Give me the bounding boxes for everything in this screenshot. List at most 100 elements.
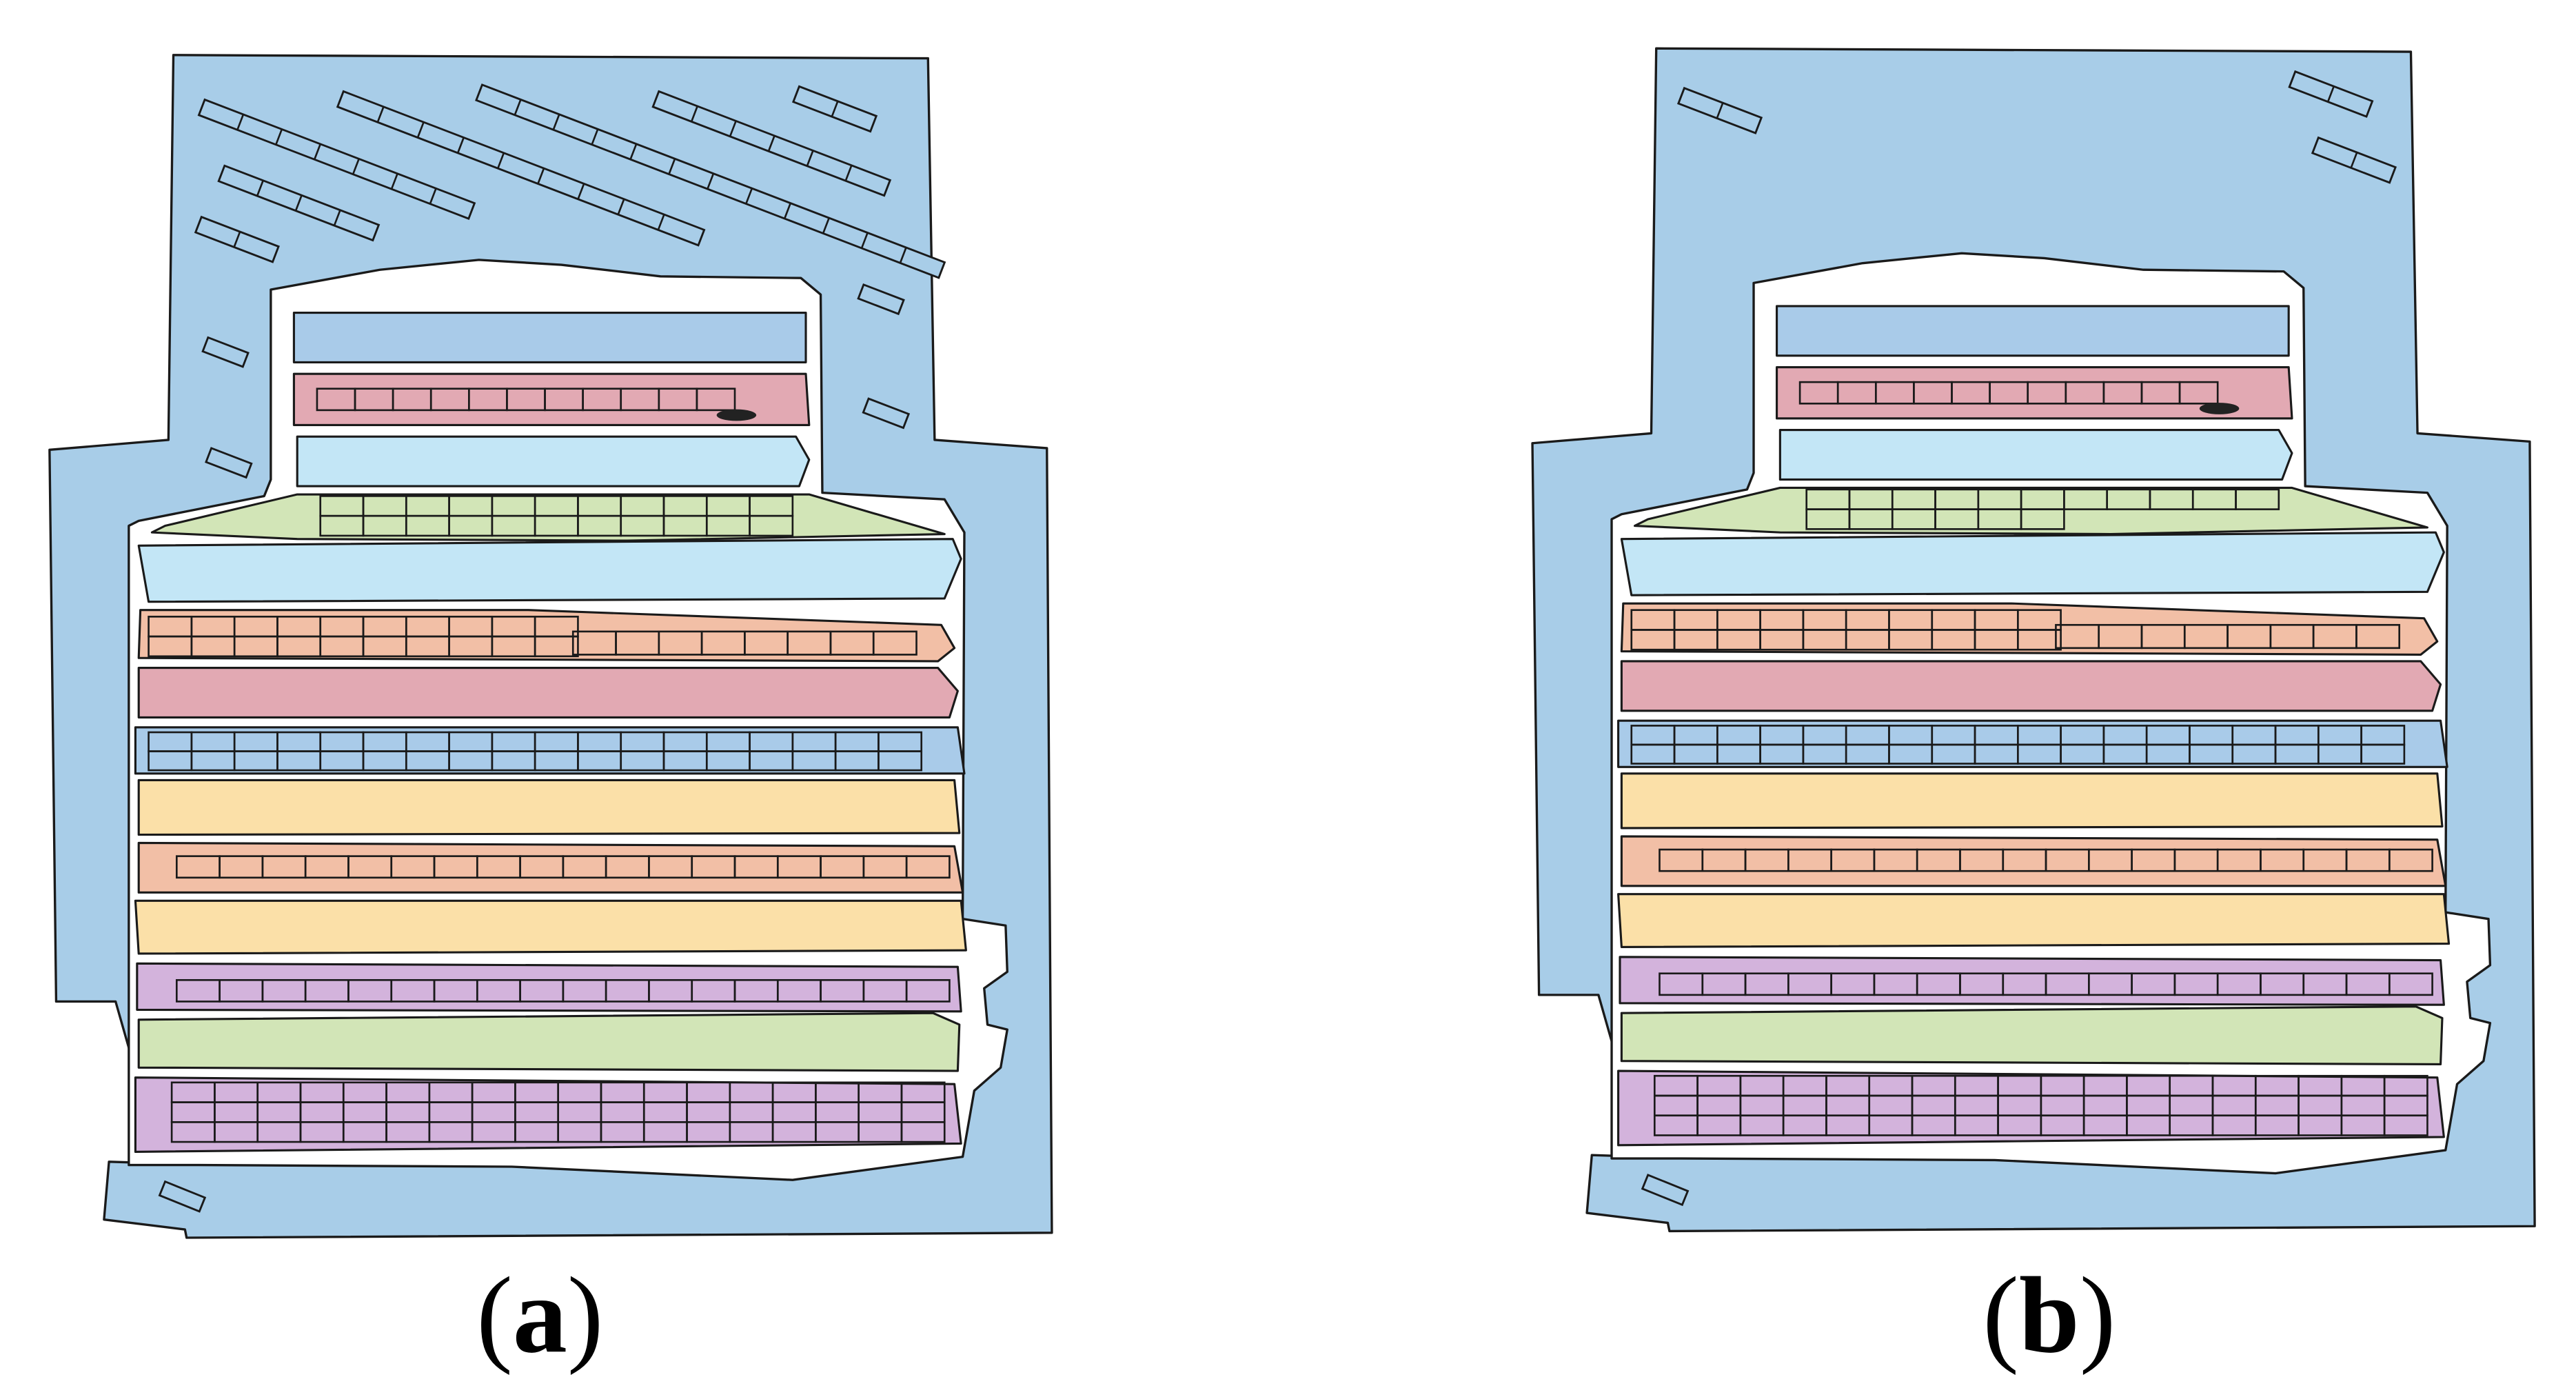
outside-slot xyxy=(862,397,911,430)
slot-outline xyxy=(201,336,250,368)
container-slot xyxy=(534,635,579,658)
strip-4 xyxy=(150,493,946,542)
strip-4-slots-left xyxy=(1805,488,2065,530)
parking-row-6 xyxy=(651,90,892,197)
slot-divider xyxy=(313,143,322,160)
slot-divider xyxy=(844,165,853,181)
strip-9 xyxy=(1620,772,2444,830)
container-slot xyxy=(2388,972,2433,996)
slot-divider xyxy=(745,188,753,205)
container-slot xyxy=(2016,629,2062,651)
strip-9 xyxy=(137,778,961,836)
strip-6-slots-right xyxy=(571,630,917,656)
container-slot xyxy=(2178,381,2219,405)
slot-outline xyxy=(158,1180,207,1213)
panel-a-layout xyxy=(48,54,1053,1239)
slot-divider xyxy=(294,194,303,212)
container-slot xyxy=(2383,1114,2428,1136)
strip-4-slots-right xyxy=(2063,488,2280,510)
slot-divider xyxy=(577,183,585,200)
slot-divider xyxy=(236,114,245,130)
slot-divider xyxy=(629,143,638,160)
slot-outline xyxy=(205,447,253,479)
slot-divider xyxy=(822,217,830,234)
strip-10-slots xyxy=(1659,848,2433,872)
outside-slot xyxy=(857,283,905,316)
slot-divider xyxy=(899,247,907,263)
outside-slot xyxy=(201,336,250,368)
slot-divider xyxy=(376,106,385,123)
outside-slot xyxy=(158,1180,207,1213)
strip-12 xyxy=(1619,956,2445,1006)
strip-4 xyxy=(1634,486,2428,536)
slot-divider xyxy=(767,135,775,152)
outside-slot xyxy=(205,447,253,479)
strip-13 xyxy=(1620,1005,2444,1066)
strip-14-slots xyxy=(170,1081,946,1143)
slot-divider xyxy=(275,128,283,145)
container-slot xyxy=(905,978,951,1003)
strip-3 xyxy=(1778,429,2293,481)
strip-14 xyxy=(1617,1069,2445,1147)
slot-outline xyxy=(336,90,706,247)
strip-2-slots xyxy=(1798,381,2219,405)
strip-3 xyxy=(296,435,811,488)
slot-divider xyxy=(456,137,465,154)
slot-divider xyxy=(233,231,241,248)
slot-divider xyxy=(497,152,505,169)
strip-5 xyxy=(1620,531,2445,596)
parking-row-5 xyxy=(475,83,946,279)
parking-row-2 xyxy=(217,164,381,242)
slot-divider xyxy=(831,101,839,117)
slot-divider xyxy=(806,150,814,167)
strip-6-slots-right xyxy=(2055,623,2400,650)
slot-divider xyxy=(416,121,425,138)
strip-1 xyxy=(1776,305,2290,357)
container-slot xyxy=(878,750,923,772)
slot-divider xyxy=(429,188,437,205)
slot-divider xyxy=(860,232,869,249)
strip-7 xyxy=(137,666,959,718)
strip-12-slots xyxy=(176,978,951,1003)
container-slot xyxy=(2020,508,2065,530)
slot-divider xyxy=(352,158,360,175)
slot-outline xyxy=(857,283,905,316)
parking-row-7 xyxy=(791,85,878,133)
parking-row-1 xyxy=(197,98,476,220)
container-slot xyxy=(696,388,736,412)
container-slot xyxy=(2360,743,2406,765)
strip-10-slots xyxy=(176,855,951,879)
parking-row-1 xyxy=(1676,86,1763,134)
strip-2 xyxy=(1776,366,2293,420)
strip-11 xyxy=(1617,893,2451,948)
slot-divider xyxy=(617,199,625,215)
equipment-marker xyxy=(2199,403,2240,414)
slot-divider xyxy=(390,173,398,190)
caption-a: (a) xyxy=(476,1255,603,1376)
strip-1 xyxy=(292,311,807,363)
strip-14 xyxy=(134,1076,962,1153)
slot-divider xyxy=(1716,102,1724,119)
container-slot xyxy=(2355,623,2400,650)
outside-slot xyxy=(1641,1174,1690,1207)
container-slot xyxy=(905,855,951,879)
strip-6-slots-left xyxy=(1630,609,2062,651)
slot-divider xyxy=(668,158,676,175)
strip-11 xyxy=(134,899,967,955)
strip-6-slots-left xyxy=(148,615,579,658)
strip-13 xyxy=(137,1012,961,1072)
strip-2-slots xyxy=(316,388,736,412)
strip-12-slots xyxy=(1659,972,2433,996)
strip-8-slots xyxy=(1630,725,2406,765)
strip-2 xyxy=(292,372,811,426)
slot-divider xyxy=(783,203,792,219)
panel-b-layout xyxy=(1531,47,2536,1233)
slot-divider xyxy=(552,114,560,130)
container-slot xyxy=(2235,488,2280,510)
slot-divider xyxy=(707,173,715,190)
container-slot xyxy=(749,514,794,537)
container-slot xyxy=(900,1121,946,1143)
container-slot xyxy=(2388,848,2433,872)
caption-b: (b) xyxy=(1982,1255,2116,1376)
